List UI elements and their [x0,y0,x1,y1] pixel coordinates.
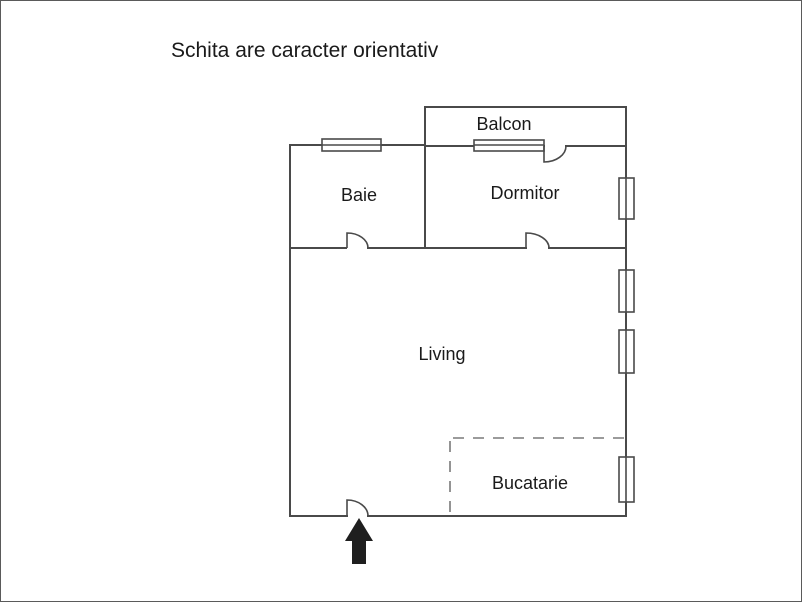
balcony-window-icon [473,139,545,152]
windows [321,138,635,503]
bucatarie-right-window-icon [618,456,635,503]
apartment-walls [289,106,627,517]
kitchen-dashed-boundary [449,437,626,515]
balcony-door-arc-icon [543,145,567,163]
dormitor-door-arc-icon [525,232,550,249]
doors [346,145,567,517]
baie-window-icon [321,138,382,152]
room-label-balcon: Balcon [476,114,531,134]
room-label-baie: Baie [341,185,377,205]
dormitor-right-window-icon [618,177,635,220]
sketch-disclaimer-title: Schita are caracter orientativ [171,39,439,62]
room-label-living: Living [418,344,465,364]
room-label-bucatarie: Bucatarie [492,473,568,493]
room-label-dormitor: Dormitor [490,183,559,203]
balcony-walls [424,106,627,147]
baie-door-arc-icon [346,232,369,249]
living-right-window-upper-icon [618,269,635,313]
entrance-door-arc-icon [346,499,369,517]
entrance-arrow-icon [345,518,373,564]
living-right-window-lower-icon [618,329,635,374]
